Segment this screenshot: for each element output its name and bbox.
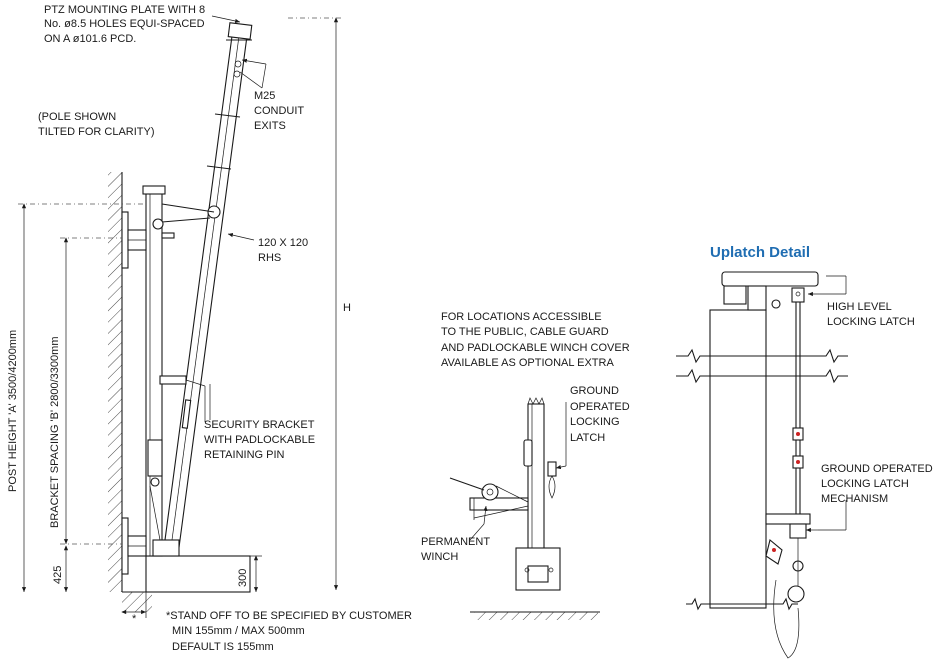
public-note-4: AVAILABLE AS OPTIONAL EXTRA xyxy=(441,357,614,369)
post-height-dimension xyxy=(18,203,146,592)
ground-mechanism-label-1: GROUND OPERATED xyxy=(821,463,933,475)
main-elevation-drawing xyxy=(18,15,342,618)
ground-latch-label-3: LOCKING xyxy=(570,416,620,428)
ptz-plate-label-1: PTZ MOUNTING PLATE WITH 8 xyxy=(44,4,205,16)
dim-425-label: 425 xyxy=(52,566,64,584)
high-latch-label-2: LOCKING LATCH xyxy=(827,316,915,328)
height-label: H xyxy=(343,302,351,314)
ptz-plate-label-3: ON A ø101.6 PCD. xyxy=(44,33,136,45)
height-dimension xyxy=(288,17,342,590)
ptz-plate-label-2: No. ø8.5 HOLES EQUI-SPACED xyxy=(44,18,205,30)
winch-detail-drawing xyxy=(449,397,600,620)
conduit-label-3: EXITS xyxy=(254,120,286,132)
rhs-label-1: 120 X 120 xyxy=(258,237,308,249)
wall-hatching xyxy=(108,172,123,592)
security-bracket-label-2: WITH PADLOCKABLE xyxy=(204,434,315,446)
stand-off-label-1: *STAND OFF TO BE SPECIFIED BY CUSTOMER xyxy=(166,610,412,622)
uplatch-detail-drawing xyxy=(676,271,848,659)
pole-tilted-label-2: TILTED FOR CLARITY) xyxy=(38,126,155,138)
security-bracket-label-3: RETAINING PIN xyxy=(204,449,285,461)
stand-off-label-3: DEFAULT IS 155mm xyxy=(172,641,274,653)
ground-slab xyxy=(122,555,251,612)
permanent-winch-label-1: PERMANENT xyxy=(421,536,490,548)
high-latch-label-1: HIGH LEVEL xyxy=(827,301,892,313)
bracket-spacing-label: BRACKET SPACING 'B' 2800/3300mm xyxy=(49,337,61,528)
ground-mechanism-label-3: MECHANISM xyxy=(821,493,888,505)
star-label: * xyxy=(132,613,137,625)
wall-bracket-lower xyxy=(121,517,147,575)
public-note-3: AND PADLOCKABLE WINCH COVER xyxy=(441,342,630,354)
post-height-label: POST HEIGHT 'A' 3500/4200mm xyxy=(7,330,19,492)
rhs-label-2: RHS xyxy=(258,252,281,264)
tilted-pole xyxy=(152,22,253,557)
wall-bracket-upper xyxy=(121,211,147,269)
ground-mechanism-label-2: LOCKING LATCH xyxy=(821,478,909,490)
permanent-winch-label-2: WINCH xyxy=(421,551,458,563)
public-note-1: FOR LOCATIONS ACCESSIBLE xyxy=(441,311,602,323)
ground-latch-label-2: OPERATED xyxy=(570,401,630,413)
uplatch-title: Uplatch Detail xyxy=(710,244,810,261)
security-bracket-label-1: SECURITY BRACKET xyxy=(204,419,315,431)
dim-300-label: 300 xyxy=(237,569,249,587)
conduit-label-1: M25 xyxy=(254,90,275,102)
public-note-2: TO THE PUBLIC, CABLE GUARD xyxy=(441,326,609,338)
stand-off-label-2: MIN 155mm / MAX 500mm xyxy=(172,625,305,637)
ground-latch-label-4: LATCH xyxy=(570,432,605,444)
pole-tilted-label-1: (POLE SHOWN xyxy=(38,111,116,123)
dim-300-line xyxy=(250,555,262,592)
ground-latch-label-1: GROUND xyxy=(570,385,619,397)
conduit-label-2: CONDUIT xyxy=(254,105,304,117)
bracket-spacing-dimension xyxy=(60,237,122,545)
